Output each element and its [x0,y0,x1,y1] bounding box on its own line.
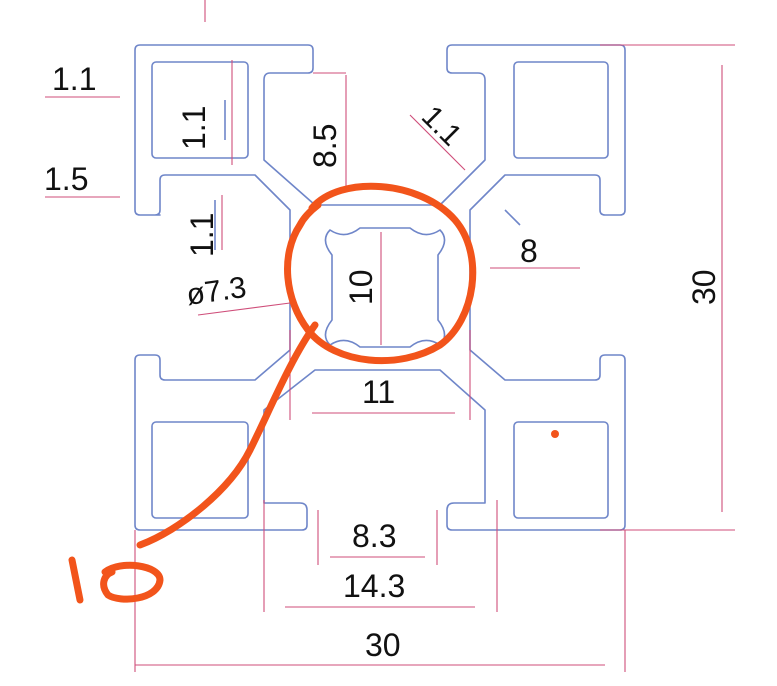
annotation-digit-one [68,556,84,604]
dim-label-overall-width: 30 [365,627,401,663]
annotation-leader-line [136,321,319,549]
dim-label-slot-8: 8 [520,233,538,269]
annotation-handwritten-10: 10 [68,556,164,604]
cavity-top-right [513,61,609,159]
dim-label-core-11: 11 [362,374,395,410]
dim-label-wall-vertical: 1.1 [176,106,212,150]
dimension-lines [45,0,735,672]
dim-label-bore: ø7.3 [184,271,248,312]
cavity-top-left [151,61,249,159]
inner-tick-3 [504,209,521,226]
dim-label-wall-flange: 1.5 [44,161,88,197]
dim-label-depth-8-5: 8.5 [307,124,343,168]
handwritten-annotation: 10 [68,182,559,604]
dim-line-bore [197,302,291,316]
annotation-digit-zero [100,561,164,603]
dim-line-diag-1-1 [409,114,466,171]
annotation-circle [284,182,477,365]
dim-label-overall-height: 30 [686,269,722,305]
dim-label-slot-opening: 8.3 [352,518,396,554]
dim-label-wall-top: 1.1 [52,61,96,97]
dim-label-wall-lower: 1.1 [184,213,220,257]
profile-outline [134,44,626,531]
cavity-bottom-right [513,421,609,519]
dim-label-diag-1-1: 1.1 [415,100,468,153]
annotation-dot [551,430,559,438]
dim-label-slot-inner: 14.3 [343,568,405,604]
dim-label-core-10: 10 [343,269,379,305]
profile-top-left-arm [134,44,626,531]
cavity-bottom-left [151,421,249,519]
